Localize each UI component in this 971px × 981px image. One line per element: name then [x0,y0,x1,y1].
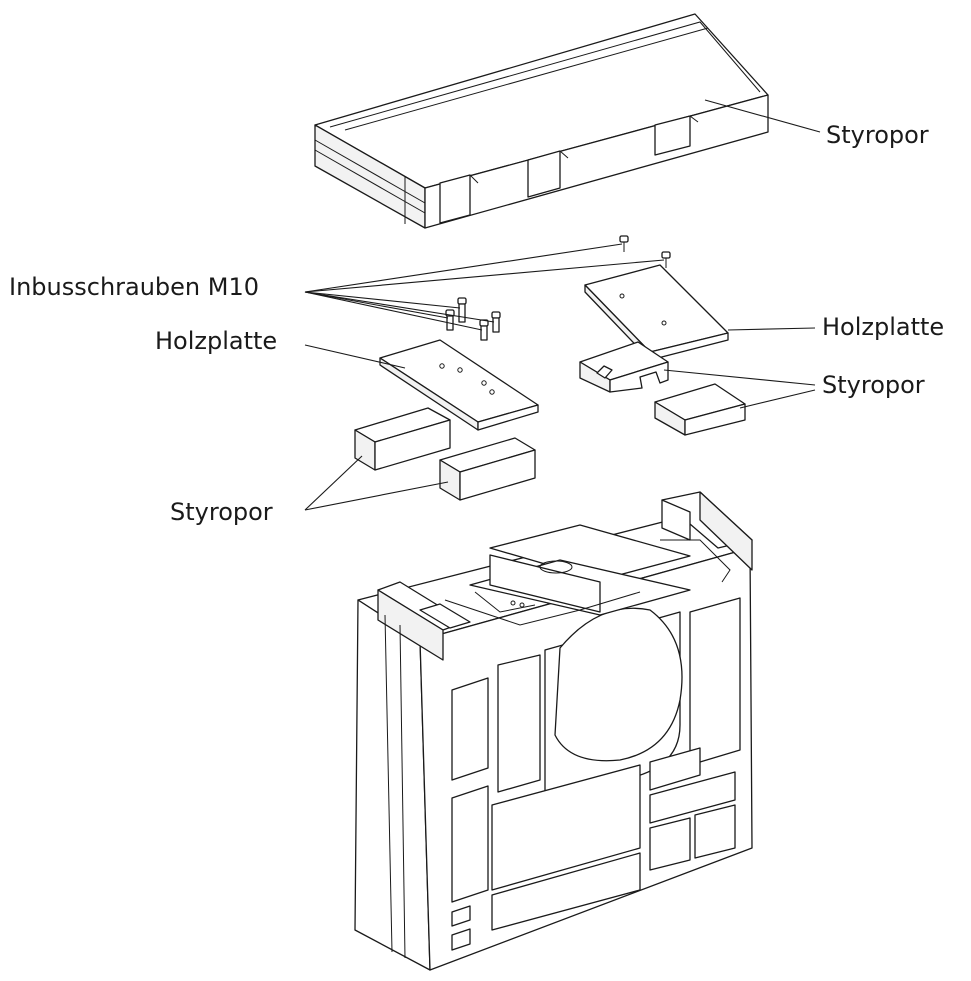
label-holzplatte-left: Holzplatte [155,327,278,355]
leader-holzplatte-left [304,344,406,369]
styropor-top-cover [314,13,769,229]
leader-holzplatte-right [727,327,816,331]
label-holzplatte-right: Holzplatte [822,313,945,341]
leader-styropor-top [704,99,821,133]
main-packaging-box [354,491,753,971]
leader-inbusschrauben [304,243,665,331]
styropor-left-blocks [354,407,536,501]
styropor-right-blocks [579,341,746,436]
label-styropor-left: Styropor [170,498,273,526]
label-styropor-top: Styropor [826,121,929,149]
holzplatte-right [584,264,729,361]
label-inbusschrauben: Inbusschrauben M10 [9,273,260,301]
leader-styropor-right [663,369,816,409]
leader-styropor-left [304,455,449,511]
label-styropor-right: Styropor [822,371,925,399]
holzplatte-left [379,339,539,431]
